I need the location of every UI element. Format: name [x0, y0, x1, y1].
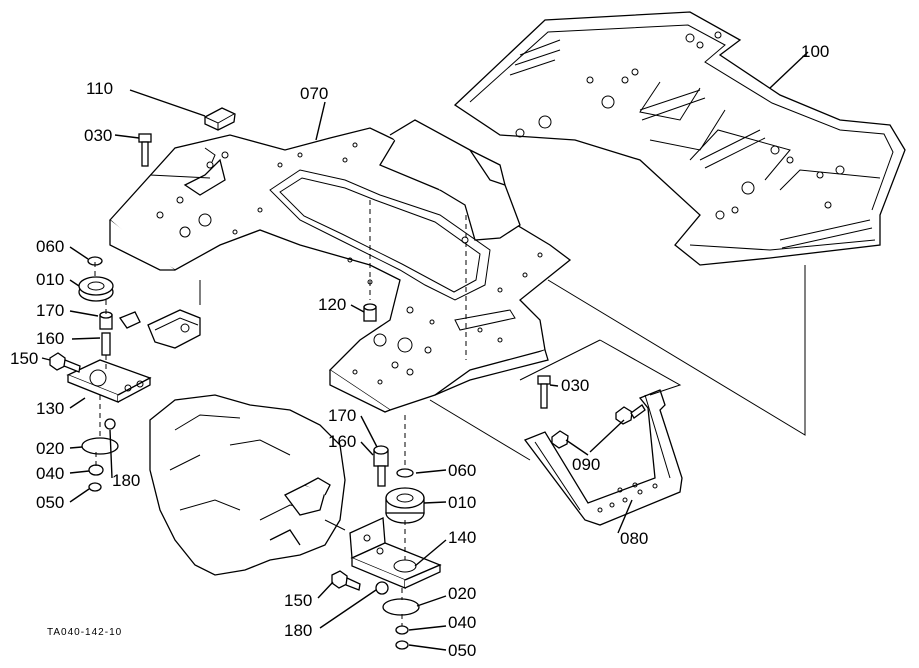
mid-mount-bracket [349, 517, 442, 589]
frame-holes [156, 142, 543, 385]
drawing-code: TA040-142-10 [47, 627, 123, 638]
callout-120: 120 [318, 295, 347, 314]
bolt-090-right [615, 404, 646, 425]
callout-080: 080 [620, 529, 649, 548]
callout-180-left: 180 [112, 471, 141, 490]
callout-160-mid: 160 [328, 432, 357, 451]
callout-020-mid: 020 [448, 584, 477, 603]
transmission-housing [149, 394, 346, 576]
callout-150-left: 150 [10, 349, 39, 368]
callout-050-mid: 050 [448, 641, 477, 660]
step-bracket [523, 389, 683, 526]
callout-040-mid: 040 [448, 613, 477, 632]
callout-110: 110 [86, 79, 114, 98]
callout-150-mid: 150 [284, 591, 313, 610]
callout-020-left: 020 [36, 439, 65, 458]
floor-plate-holes [515, 31, 845, 220]
callout-100: 100 [801, 42, 830, 61]
left-isolator-stack [78, 256, 119, 492]
bolt-left-150 [49, 352, 81, 373]
callout-180-mid: 180 [284, 621, 313, 640]
bolt-090-left [551, 430, 569, 449]
callout-060-left: 060 [36, 237, 65, 256]
leader-lines [41, 51, 809, 651]
callout-140: 140 [448, 528, 477, 547]
callout-130: 130 [36, 399, 65, 418]
bolt-top-left [138, 133, 152, 167]
callout-070: 070 [300, 84, 329, 103]
callout-090: 090 [572, 455, 601, 474]
rubber-120 [363, 303, 377, 322]
callout-170-left: 170 [36, 301, 65, 320]
callout-050-left: 050 [36, 493, 65, 512]
trans-top-bracket [118, 309, 201, 349]
frame-slot [269, 169, 491, 301]
cap-part [204, 107, 236, 131]
callout-170-mid: 170 [328, 406, 357, 425]
bolt-mid-150 [331, 570, 361, 591]
callout-010-left: 010 [36, 270, 65, 289]
callout-060-mid: 060 [448, 461, 477, 480]
bolt-right [537, 375, 551, 409]
callout-160-left: 160 [36, 329, 65, 348]
floor-plate-treads [509, 39, 873, 249]
callout-010-mid: 010 [448, 493, 477, 512]
callout-030-right: 030 [561, 376, 590, 395]
mid-isolator-stack [373, 445, 425, 650]
left-mount-bracket [66, 359, 152, 403]
main-frame-plate [109, 119, 572, 413]
assembly-lines [94, 174, 806, 626]
callout-030-top: 030 [84, 126, 113, 145]
callout-040-left: 040 [36, 464, 65, 483]
step-floor-plate [453, 11, 906, 266]
